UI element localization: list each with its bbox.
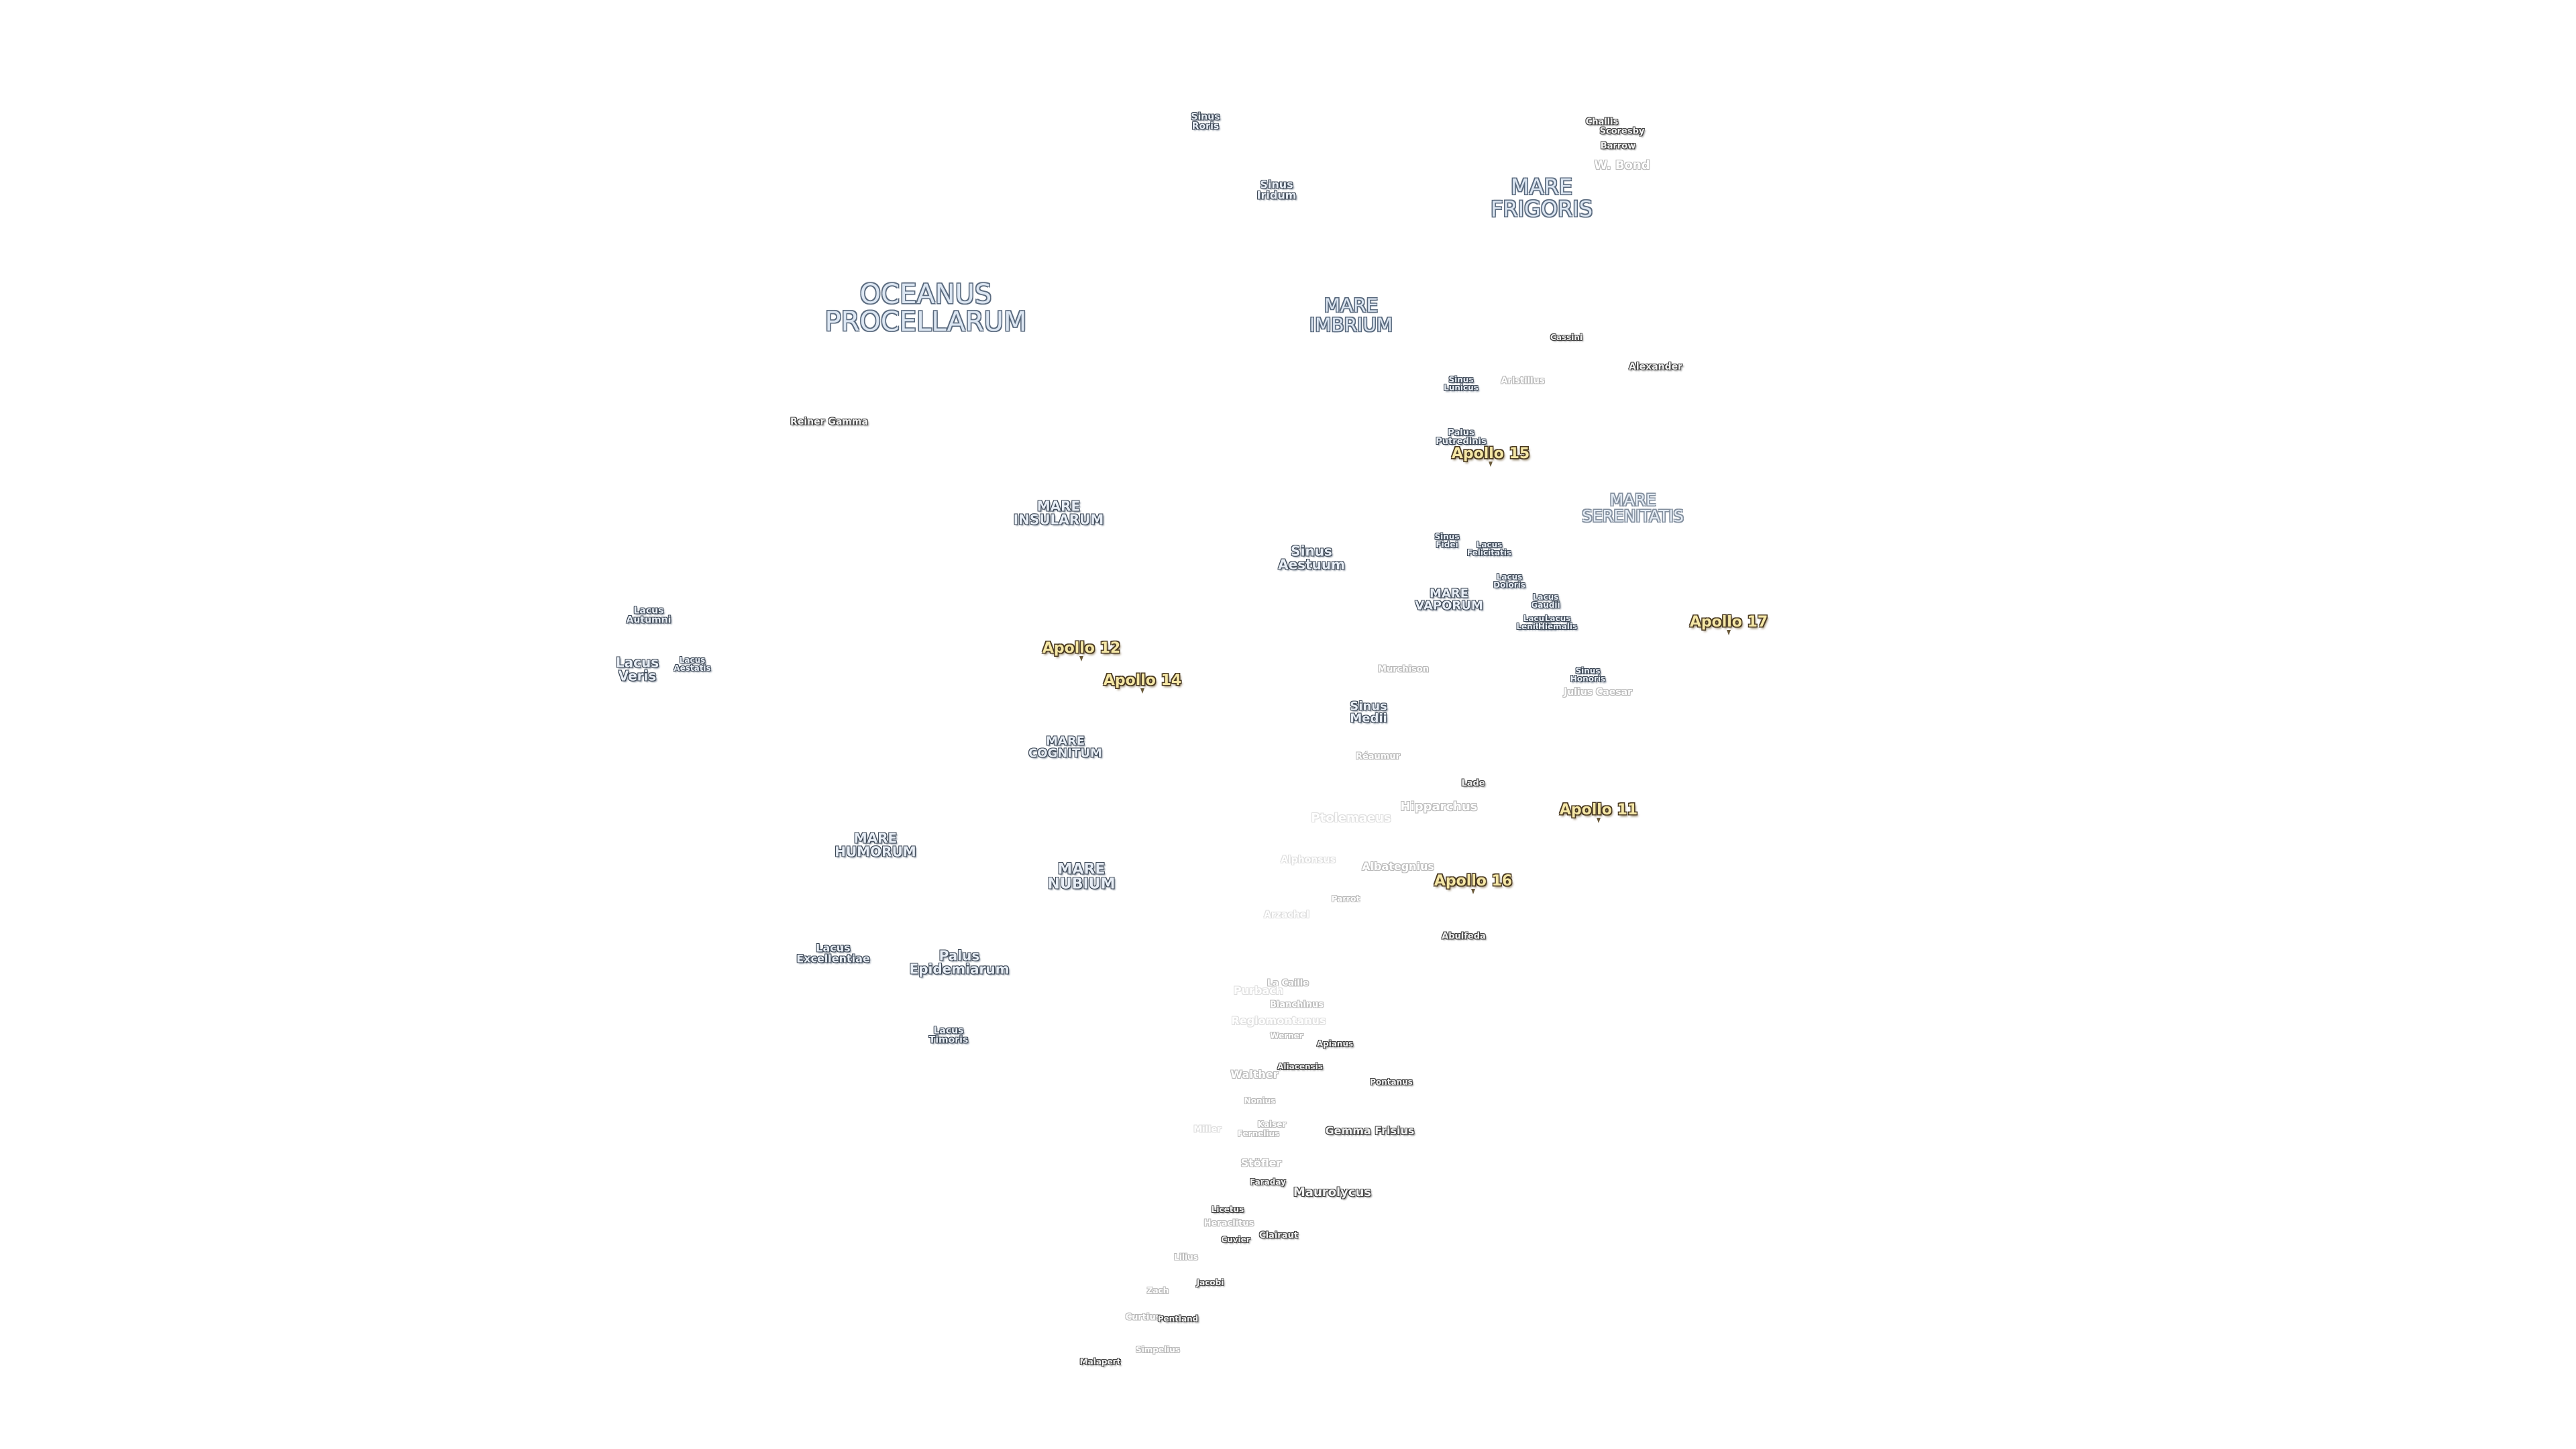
label-apianus: Apianus (1316, 1038, 1354, 1049)
label-jacobi: Jacobi (1196, 1277, 1224, 1287)
label-lacus-aestatis: Lacus Aestatis (674, 655, 711, 673)
label-apollo-14: Apollo 14 (1103, 672, 1182, 689)
label-sinus-iridum: Sinus Iridum (1256, 178, 1297, 202)
label-sinus-medii: Sinus Medii (1350, 699, 1387, 726)
apollo-17-marker-icon (1727, 630, 1731, 635)
label-aristillus: Aristillus (1501, 376, 1545, 386)
label-fernelius: Fernelius (1237, 1128, 1280, 1138)
label-mare-imbrium: MARE IMBRIUM (1309, 294, 1393, 335)
label-cassini: Cassini (1550, 332, 1582, 342)
label-blanchinus: Blanchinus (1269, 1000, 1324, 1010)
label-alexander: Alexander (1629, 361, 1682, 372)
label-gemma-frisius: Gemma Frisius (1325, 1124, 1415, 1137)
label-apollo-11: Apollo 11 (1559, 801, 1638, 818)
label-licetus: Licetus (1211, 1204, 1244, 1214)
label-abulfeda: Abulfeda (1442, 931, 1486, 942)
label-sinus-aestuum: Sinus Aestuum (1278, 543, 1345, 573)
label-pentland: Pentland (1157, 1313, 1199, 1324)
apollo-14-marker-icon (1140, 688, 1144, 694)
label-zach: Zach (1146, 1285, 1169, 1295)
label-mare-nubium: MARE NUBIUM (1047, 861, 1116, 893)
label-clairaut: Clairaut (1259, 1230, 1298, 1241)
label-reiner-gamma: Reiner Gamma (790, 416, 868, 427)
label-mare-insularum: MARE INSULARUM (1013, 498, 1104, 528)
label-stoefler: Stöfler (1240, 1156, 1282, 1169)
label-murchison: Murchison (1378, 664, 1429, 675)
label-julius-caesar: Julius Caesar (1564, 686, 1632, 698)
label-parrot: Parrot (1331, 894, 1360, 904)
label-maurolycus: Maurolycus (1293, 1185, 1372, 1199)
label-barrow: Barrow (1600, 141, 1636, 152)
label-malapert: Malapert (1079, 1356, 1121, 1366)
label-mare-humorum: MARE HUMORUM (835, 830, 916, 860)
label-w-bond: W. Bond (1594, 158, 1650, 172)
label-reaumur: Réaumur (1355, 751, 1401, 762)
label-palus-epidemiarum: Palus Epidemiarum (909, 947, 1010, 977)
label-simpelius: Simpelius (1136, 1344, 1180, 1354)
label-scoresby: Scoresby (1599, 126, 1645, 137)
label-kaiser: Kaiser (1257, 1119, 1287, 1129)
apollo-12-marker-icon (1079, 656, 1083, 661)
label-lacus-autumni: Lacus Autumni (626, 605, 672, 626)
label-mare-vaporum: MARE VAPORUM (1415, 586, 1483, 613)
label-la-caille: La Caille (1267, 978, 1309, 989)
label-sinus-lunicus: Sinus Lunicus (1444, 374, 1479, 392)
label-arzachel: Arzachel (1264, 909, 1309, 920)
label-aliacensis: Aliacensis (1277, 1061, 1323, 1071)
label-sinus-fidei: Sinus Fidei (1434, 531, 1460, 549)
label-werner: Werner (1270, 1030, 1303, 1040)
apollo-15-marker-icon (1489, 462, 1493, 467)
label-cuvier: Cuvier (1221, 1234, 1250, 1244)
label-regiomontanus: Regiomontanus (1231, 1014, 1326, 1027)
label-miller: Miller (1193, 1124, 1222, 1135)
label-lacus-hiemalis: Lacus Hiemalis (1538, 613, 1578, 631)
label-mare-cognitum: MARE COGNITUM (1028, 734, 1102, 761)
label-curtius: Curtius (1125, 1312, 1161, 1323)
label-mare-serenitatis: MARE SERENITATIS (1582, 490, 1684, 526)
label-lilius: Lilius (1174, 1252, 1198, 1262)
label-albategnius: Albategnius (1362, 859, 1434, 873)
label-lacus-excellentiae: Lacus Excellentiae (796, 941, 870, 965)
apollo-16-marker-icon (1471, 889, 1475, 894)
label-lacus-lenitatis: Lacus Lenitatis (1516, 613, 1556, 631)
label-lacus-timoris: Lacus Timoris (928, 1025, 969, 1046)
label-lacus-gaudii: Lacus Gaudii (1531, 592, 1560, 610)
label-hipparchus: Hipparchus (1400, 799, 1478, 814)
label-apollo-17: Apollo 17 (1689, 613, 1768, 631)
label-sinus-honoris: Sinus Honoris (1570, 665, 1606, 684)
label-apollo-12: Apollo 12 (1042, 639, 1121, 657)
label-pontanus: Pontanus (1370, 1077, 1413, 1087)
label-oceanus-procellarum: OCEANUS PROCELLARUM (824, 279, 1027, 337)
label-walther: Walther (1230, 1067, 1279, 1081)
label-sinus-roris: Sinus Roris (1191, 111, 1220, 132)
label-apollo-16: Apollo 16 (1434, 872, 1513, 890)
label-alphonsus: Alphonsus (1281, 854, 1336, 865)
label-mare-frigoris: MARE FRIGORIS (1490, 174, 1593, 221)
label-lade: Lade (1461, 778, 1485, 789)
label-faraday: Faraday (1250, 1177, 1286, 1187)
label-lacus-felicitatis: Lacus Felicitatis (1466, 539, 1512, 557)
label-challis: Challis (1585, 117, 1619, 127)
apollo-11-marker-icon (1597, 818, 1601, 823)
label-lacus-veris: Lacus Veris (615, 654, 659, 684)
label-heraclitus: Heraclitus (1203, 1218, 1254, 1229)
label-ptolemaeus: Ptolemaeus (1311, 810, 1391, 825)
label-apollo-15: Apollo 15 (1451, 445, 1530, 462)
label-purbach: Purbach (1233, 983, 1284, 997)
label-lacus-doloris: Lacus Doloris (1493, 572, 1525, 590)
label-nonius: Nonius (1244, 1095, 1276, 1106)
label-palus-putredinis: Palus Putredinis (1436, 427, 1487, 447)
